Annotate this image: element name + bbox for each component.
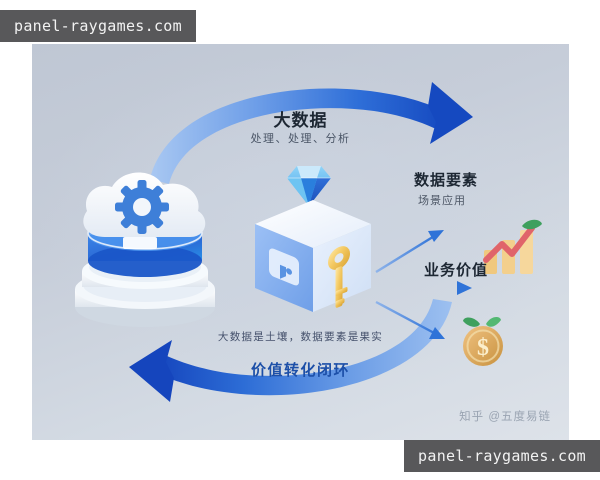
top-arrow-subtitle: 处理、处理、分析 bbox=[250, 133, 351, 145]
cube-left-face-icon bbox=[269, 248, 299, 286]
source-attribution: 知乎 @五度易链 bbox=[459, 411, 551, 423]
top-arrow-title: 大数据 bbox=[273, 111, 328, 130]
label-business-value-title: 业务价值 bbox=[424, 262, 489, 279]
money-coin-icon: $ bbox=[456, 312, 512, 368]
watermark-top: panel-raygames.com bbox=[0, 10, 196, 42]
diamond-icon bbox=[287, 166, 331, 206]
gear-icon bbox=[115, 180, 169, 234]
key-icon bbox=[328, 246, 350, 308]
growth-chart-icon bbox=[480, 216, 552, 278]
illustration-canvas: $ 大数据 处理、处理、分析 数据要素 场景应用 业务价值 大数据是土壤，数据要… bbox=[32, 44, 569, 440]
data-cube-graphic bbox=[247, 162, 382, 332]
bottom-arrow-title: 价值转化闭环 bbox=[250, 362, 351, 379]
bottom-arrow-subtitle: 大数据是土壤，数据要素是果实 bbox=[217, 331, 384, 343]
cloud-database-graphic bbox=[60, 149, 230, 329]
data-card-slot bbox=[123, 237, 157, 249]
coin-dollar-sign: $ bbox=[477, 335, 489, 361]
watermark-bottom: panel-raygames.com bbox=[404, 440, 600, 472]
label-data-element-subtitle: 场景应用 bbox=[418, 195, 466, 207]
label-data-element-title: 数据要素 bbox=[414, 172, 479, 189]
